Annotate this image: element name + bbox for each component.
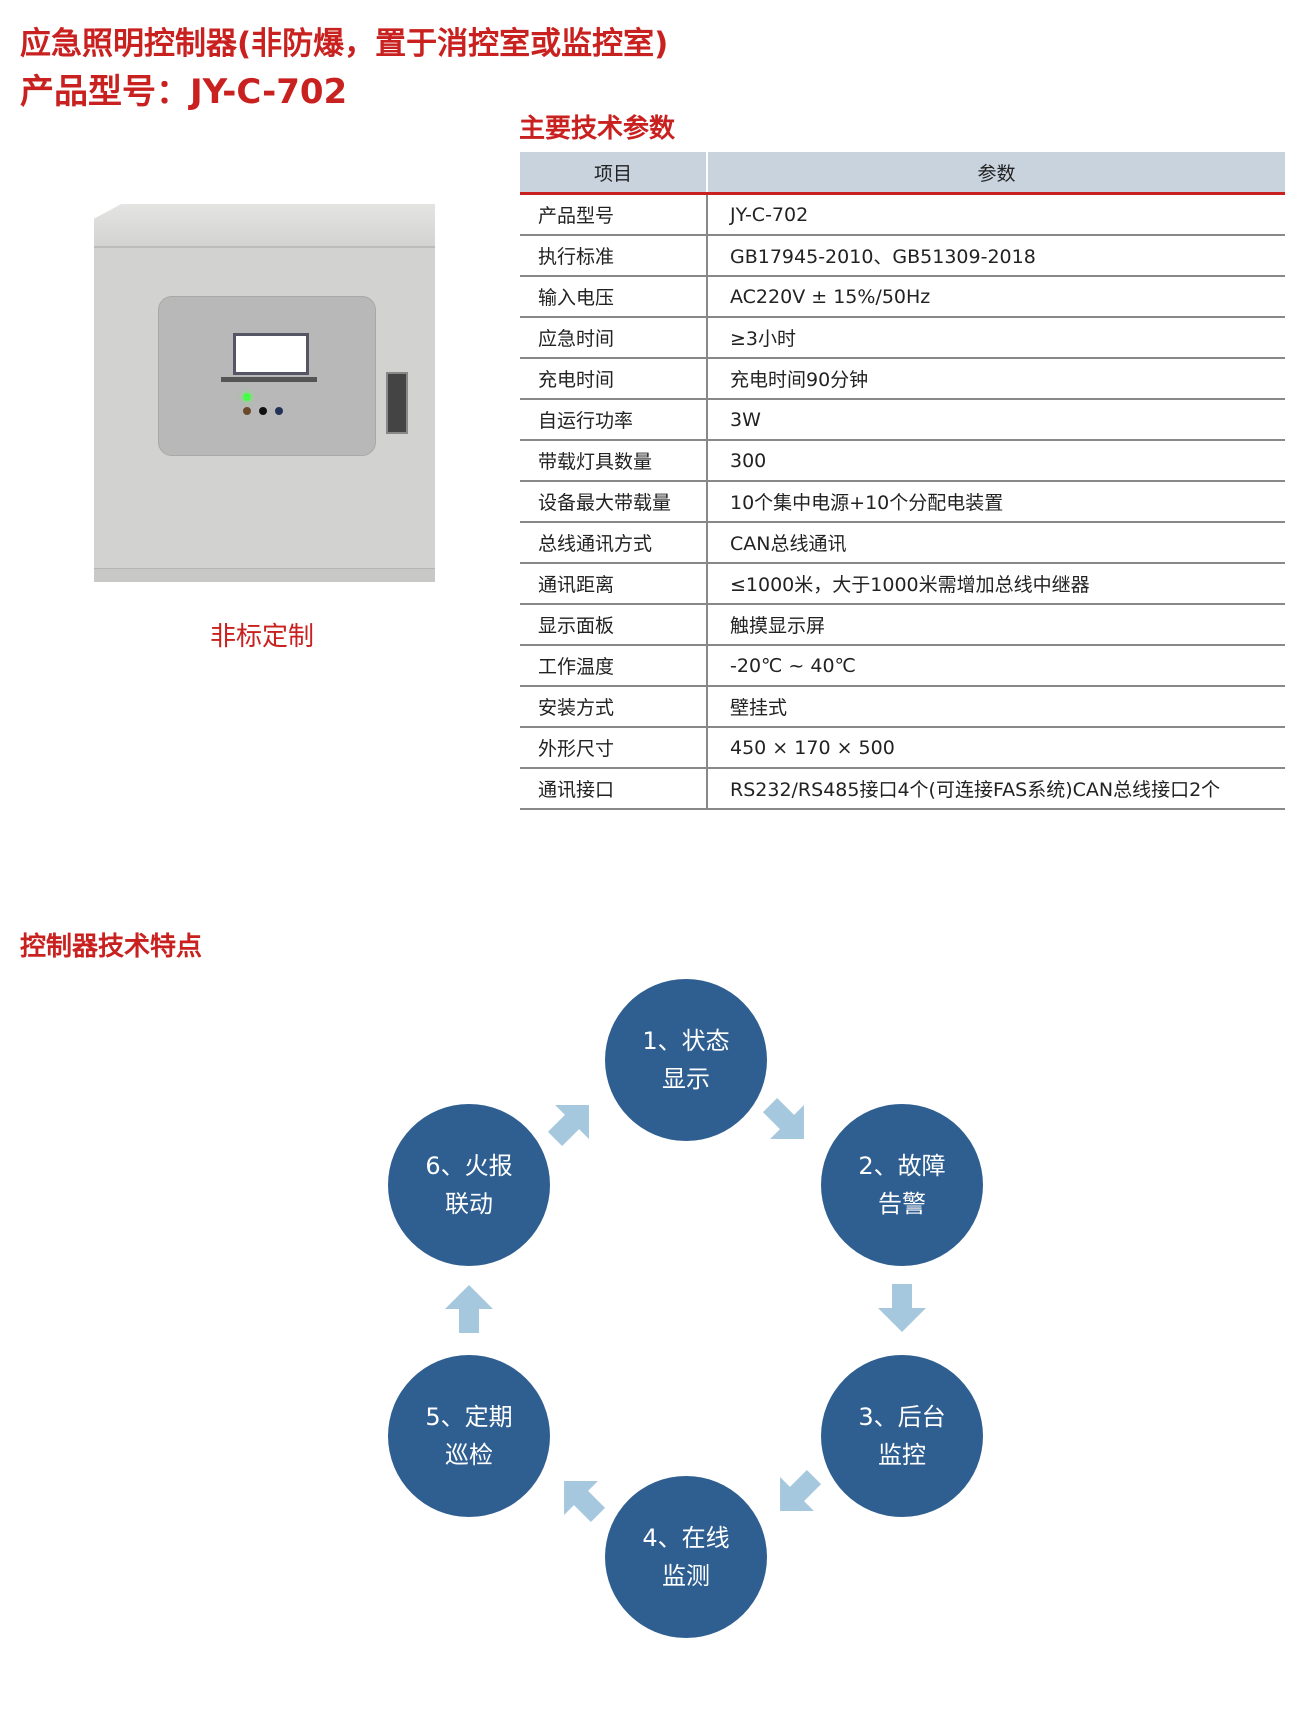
spec-value: 450 × 170 × 500 xyxy=(707,727,1285,769)
feature-label: 1、状态 xyxy=(642,1027,730,1055)
spec-value: 触摸显示屏 xyxy=(707,604,1285,646)
table-row: 工作温度-20℃ ~ 40℃ xyxy=(520,645,1285,687)
feature-circle: 3、后台监控 xyxy=(821,1355,983,1517)
spec-name: 应急时间 xyxy=(520,317,708,359)
spec-value: AC220V ± 15%/50Hz xyxy=(707,276,1285,318)
spec-name: 总线通讯方式 xyxy=(520,522,708,564)
feature-circle: 6、火报联动 xyxy=(388,1104,550,1266)
column-header-value: 参数 xyxy=(707,152,1285,195)
spec-value: 3W xyxy=(707,399,1285,441)
custom-label: 非标定制 xyxy=(209,622,314,652)
spec-value: 10个集中电源+10个分配电装置 xyxy=(707,481,1285,523)
arrow-icon xyxy=(878,1284,926,1332)
spec-name: 执行标准 xyxy=(520,235,708,277)
spec-name: 设备最大带载量 xyxy=(520,481,708,523)
features-section-title: 控制器技术特点 xyxy=(20,932,203,962)
feature-label: 3、后台 xyxy=(858,1403,946,1431)
spec-value: RS232/RS485接口4个(可连接FAS系统)CAN总线接口2个 xyxy=(707,768,1285,810)
spec-value: 壁挂式 xyxy=(707,686,1285,728)
table-row: 安装方式壁挂式 xyxy=(520,686,1285,728)
spec-name: 产品型号 xyxy=(520,193,708,236)
spec-name: 输入电压 xyxy=(520,276,708,318)
table-row: 应急时间≥3小时 xyxy=(520,317,1285,359)
spec-name: 安装方式 xyxy=(520,686,708,728)
spec-value: JY-C-702 xyxy=(707,193,1285,236)
feature-label: 2、故障 xyxy=(858,1152,946,1180)
spec-value: -20℃ ~ 40℃ xyxy=(707,645,1285,687)
feature-label: 5、定期 xyxy=(425,1403,513,1431)
spec-name: 显示面板 xyxy=(520,604,708,646)
spec-value: CAN总线通讯 xyxy=(707,522,1285,564)
arrow-icon xyxy=(547,1105,589,1147)
feature-label: 监控 xyxy=(878,1441,926,1469)
spec-name: 通讯距离 xyxy=(520,563,708,605)
feature-circle: 1、状态显示 xyxy=(605,979,767,1141)
page-title: 应急照明控制器(非防爆，置于消控室或监控室) xyxy=(20,26,669,62)
feature-label: 4、在线 xyxy=(642,1524,730,1552)
feature-label: 告警 xyxy=(878,1190,926,1218)
feature-circle: 2、故障告警 xyxy=(821,1104,983,1266)
spec-name: 通讯接口 xyxy=(520,768,708,810)
feature-label: 巡检 xyxy=(445,1441,493,1469)
table-row: 显示面板触摸显示屏 xyxy=(520,604,1285,646)
spec-name: 外形尺寸 xyxy=(520,727,708,769)
arrow-icon xyxy=(564,1481,606,1523)
table-row: 充电时间充电时间90分钟 xyxy=(520,358,1285,400)
feature-label: 显示 xyxy=(662,1065,710,1093)
feature-circle: 4、在线监测 xyxy=(605,1476,767,1638)
feature-label: 联动 xyxy=(445,1190,493,1218)
spec-name: 工作温度 xyxy=(520,645,708,687)
feature-label: 6、火报 xyxy=(425,1152,513,1180)
spec-value: 300 xyxy=(707,440,1285,482)
spec-value: ≥3小时 xyxy=(707,317,1285,359)
column-header-item: 项目 xyxy=(520,152,708,195)
spec-value: GB17945-2010、GB51309-2018 xyxy=(707,235,1285,277)
spec-value: ≤1000米，大于1000米需增加总线中继器 xyxy=(707,563,1285,605)
table-row: 通讯距离≤1000米，大于1000米需增加总线中继器 xyxy=(520,563,1285,605)
spec-value: 充电时间90分钟 xyxy=(707,358,1285,400)
feature-label: 监测 xyxy=(662,1562,710,1590)
product-image xyxy=(94,204,435,582)
arrow-icon xyxy=(780,1469,822,1511)
spec-name: 带载灯具数量 xyxy=(520,440,708,482)
arrow-icon xyxy=(445,1285,493,1333)
model-number: 产品型号：JY-C-702 xyxy=(20,72,348,112)
spec-name: 自运行功率 xyxy=(520,399,708,441)
feature-circle: 5、定期巡检 xyxy=(388,1355,550,1517)
spec-name: 充电时间 xyxy=(520,358,708,400)
arrow-icon xyxy=(762,1097,804,1139)
spec-section-title: 主要技术参数 xyxy=(519,114,676,144)
